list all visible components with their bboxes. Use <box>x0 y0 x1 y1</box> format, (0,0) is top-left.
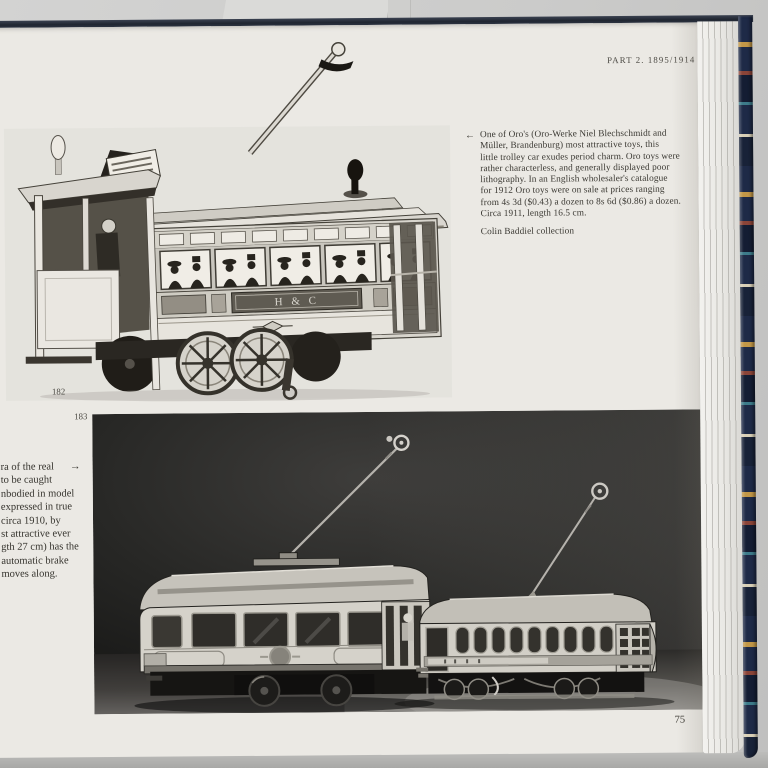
top-photo-figure: H & C <box>0 27 460 403</box>
arched-windows <box>455 625 614 654</box>
roof-board <box>252 557 340 567</box>
caption-line: rather characterless, and generally disp… <box>480 162 670 175</box>
caption-line: Circa 1911, length 16.5 cm. <box>480 208 587 220</box>
left-arrow-marker: ← <box>464 130 476 142</box>
left-toy-tram <box>134 434 435 713</box>
platform-door-panel <box>36 269 121 350</box>
rear-finial <box>347 159 364 182</box>
trolley-pole <box>285 447 399 560</box>
platform-figure <box>403 613 413 623</box>
caption-right: ← One of Oro's (Oro-Werke Niel Blechschm… <box>465 128 718 239</box>
two-trolleys-photo <box>92 409 703 715</box>
figure-number-183: 183 <box>74 411 88 422</box>
caption-line: Müller, Brandenburg) most attractive toy… <box>480 140 660 152</box>
undercarriage <box>40 327 431 402</box>
front-platform <box>17 134 161 392</box>
figure-number-182: 182 <box>51 386 66 397</box>
front-finial <box>50 134 66 160</box>
coupling-hook <box>282 385 298 400</box>
pole-wheel <box>393 434 410 451</box>
pole-wheel <box>591 482 609 500</box>
drive-wheel-1 <box>175 331 240 396</box>
rear-wheel <box>290 331 341 382</box>
tram-side-sign: H & C <box>274 295 319 309</box>
toy-trolley-photo: H & C <box>3 42 453 402</box>
trolley-body: H & C <box>145 197 442 391</box>
front-plate <box>143 653 167 667</box>
page-number: 75 <box>674 714 686 726</box>
trolley-pole <box>528 495 597 599</box>
trolley-pole <box>247 42 354 155</box>
center-emblem <box>269 645 292 668</box>
driver-figure <box>101 218 117 234</box>
roof <box>419 593 653 629</box>
caption-line: from 4s 3d ($0.43) a dozen to 8s 6d ($0.… <box>480 196 681 208</box>
caption-line: little trolley car exudes period charm. … <box>480 151 680 163</box>
drive-wheel-2 <box>229 327 294 392</box>
right-arrow-marker: → <box>69 461 81 473</box>
book-page: PART 2. 1895/1914 <box>0 22 703 759</box>
caption-line: for 1912 Oro toys were on sale at prices… <box>480 185 665 197</box>
bottom-photo-figure <box>92 409 703 715</box>
caption-credit: Colin Baddiel collection <box>480 226 575 238</box>
open-book: PART 2. 1895/1914 <box>0 14 761 765</box>
right-toy-tram <box>394 482 675 710</box>
